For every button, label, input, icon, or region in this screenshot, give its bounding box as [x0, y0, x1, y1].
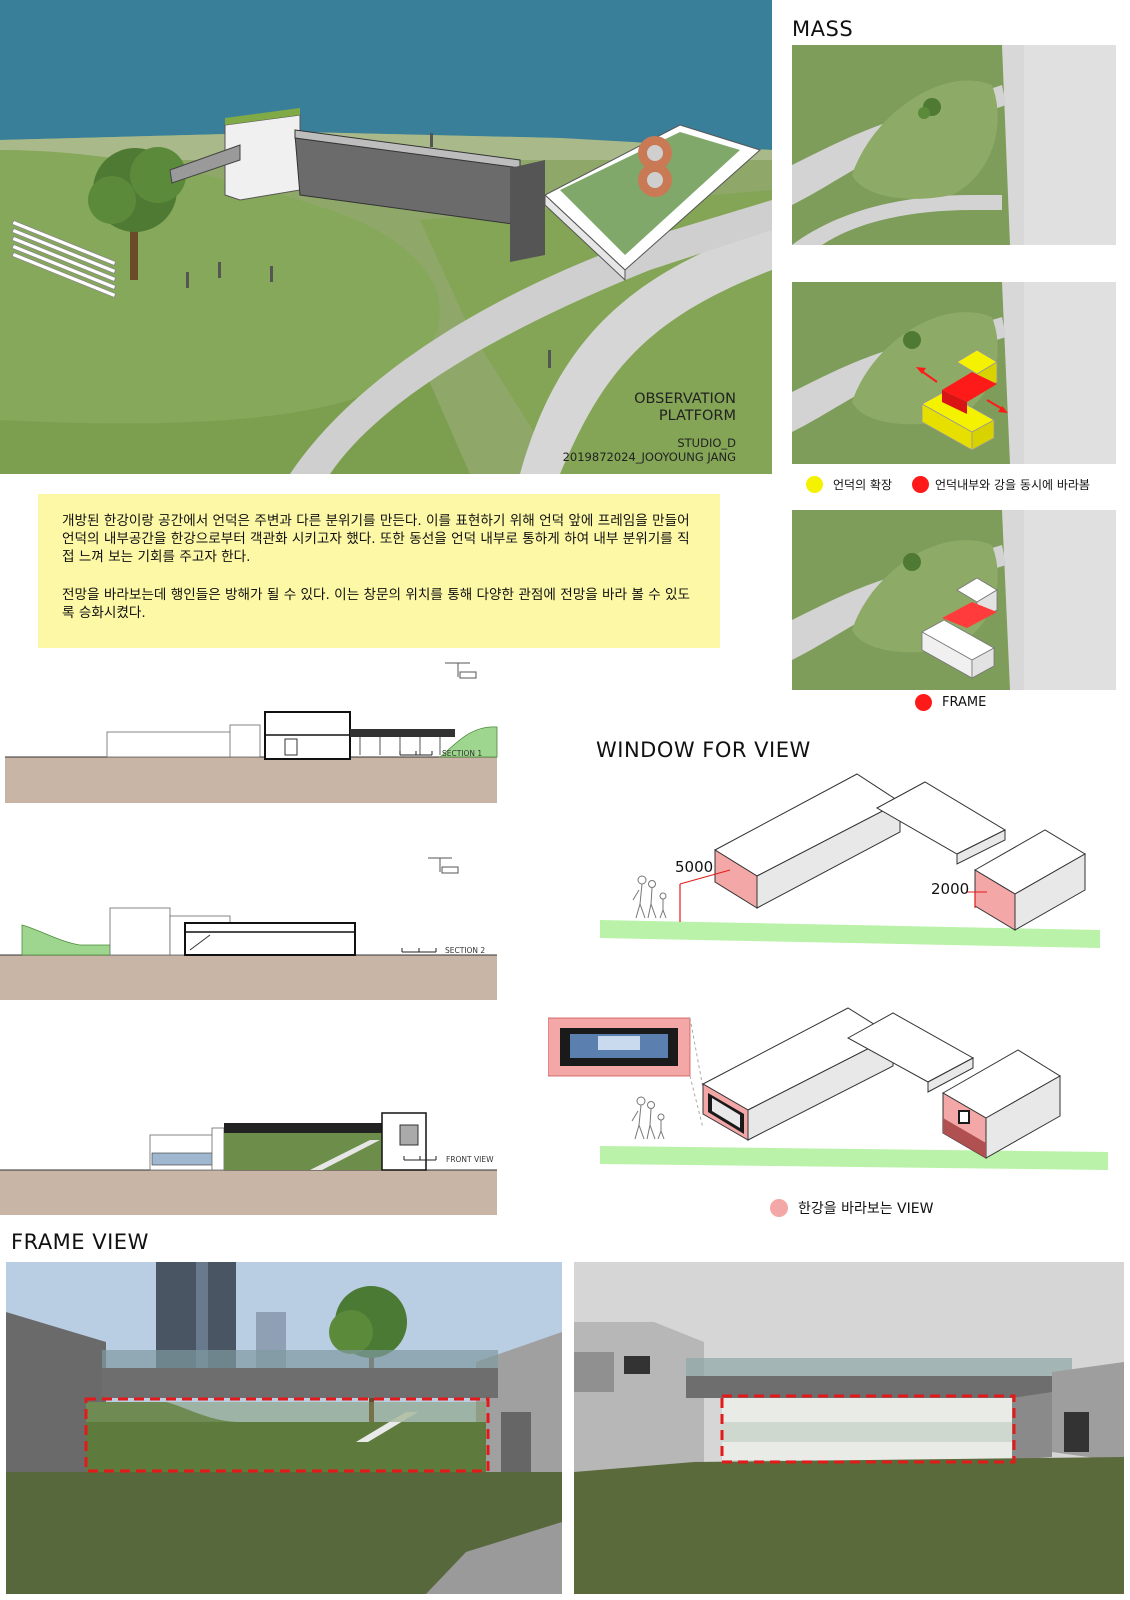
description-paragraph-1: 개방된 한강이랑 공간에서 언덕은 주변과 다른 분위기를 만든다. 이를 표현…	[62, 513, 690, 565]
section-1-label: SECTION 1	[442, 749, 483, 758]
hero-studio: STUDIO_D	[677, 436, 736, 450]
legend-han-river-view: 한강을 바라보는 VIEW	[770, 1198, 933, 1218]
hero-credits: STUDIO_D 2019872024_JOOYOUNG JANG	[563, 436, 736, 464]
section-1-drawing: SECTION 1	[0, 655, 500, 805]
hero-title-line1: OBSERVATION	[634, 391, 736, 407]
legend-dual-view: 언덕내부와 강을 동시에 바라봄	[912, 476, 1090, 493]
mass-title: MASS	[792, 17, 854, 41]
mass-diagram-site-drawing	[792, 45, 1116, 245]
legend-hill-extension: 언덕의 확장	[806, 476, 892, 493]
dimension-5000: 5000	[675, 858, 714, 876]
hero-render: OBSERVATION PLATFORM STUDIO_D 2019872024…	[0, 0, 772, 474]
window-diagram-2-graphic	[547, 1007, 1108, 1170]
red-dot-icon	[915, 694, 932, 711]
mass-diagram-extension	[792, 282, 1116, 464]
hero-title-line2: PLATFORM	[658, 408, 736, 424]
frame-view-render-left-graphic	[6, 1262, 562, 1594]
frame-view-render-left	[6, 1262, 562, 1594]
legend-frame: FRAME	[915, 694, 986, 711]
frame-view-render-right-graphic	[574, 1262, 1124, 1594]
front-view-graphic	[0, 1112, 497, 1215]
window-title: WINDOW FOR VIEW	[596, 738, 811, 762]
mass-diagram-frame-drawing	[792, 510, 1116, 690]
section-2-label: SECTION 2	[445, 946, 486, 955]
window-diagram-2	[547, 998, 1108, 1178]
legend-han-river-view-label: 한강을 바라보는 VIEW	[798, 1201, 934, 1217]
legend-frame-label: FRAME	[942, 695, 987, 710]
mass-diagram-frame	[792, 510, 1116, 690]
section-2-graphic	[0, 857, 497, 1000]
hero-title: OBSERVATION PLATFORM	[634, 391, 736, 425]
hero-render-illustration	[0, 0, 772, 474]
pink-dot-icon	[770, 1199, 788, 1217]
mass-diagram-site	[792, 45, 1116, 245]
window-diagram-1: 5000 2000	[595, 772, 1105, 952]
description-box: 개방된 한강이랑 공간에서 언덕은 주변과 다른 분위기를 만든다. 이를 표현…	[38, 494, 720, 648]
description-paragraph-2: 전망을 바라보는데 행인들은 방해가 될 수 있다. 이는 창문의 위치를 통해…	[62, 587, 691, 621]
dimension-2000: 2000	[931, 880, 970, 898]
front-view-drawing: FRONT VIEW	[0, 1045, 500, 1215]
legend-dual-view-label: 언덕내부와 강을 동시에 바라봄	[935, 478, 1090, 492]
section-1-graphic	[5, 662, 498, 803]
frame-view-render-right	[574, 1262, 1124, 1594]
hero-author: 2019872024_JOOYOUNG JANG	[562, 450, 736, 464]
legend-hill-extension-label: 언덕의 확장	[833, 478, 893, 492]
section-2-scale-bar	[401, 948, 437, 953]
section-2-drawing: SECTION 2	[0, 850, 500, 1000]
front-view-label: FRONT VIEW	[446, 1155, 494, 1164]
red-dot-icon	[912, 476, 929, 493]
window-diagram-1-graphic	[600, 773, 1100, 948]
yellow-dot-icon	[806, 476, 823, 493]
mass-diagram-extension-drawing	[792, 282, 1116, 464]
frame-view-title: FRAME VIEW	[11, 1230, 149, 1254]
